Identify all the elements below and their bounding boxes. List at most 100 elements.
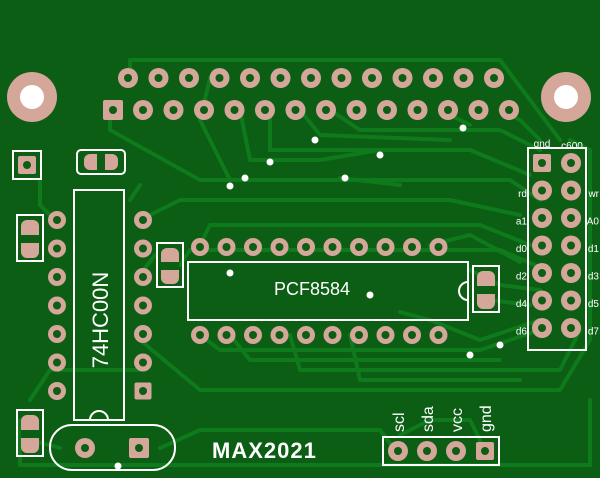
via — [496, 341, 504, 349]
via — [226, 269, 234, 277]
header-label-right: A0 — [587, 217, 600, 228]
header-pin — [532, 208, 552, 228]
header-label-left: a1 — [516, 217, 528, 228]
ic-pin — [134, 211, 152, 229]
connector-pad — [240, 68, 260, 88]
via — [266, 158, 274, 166]
ic-pin — [48, 325, 66, 343]
header-pin — [561, 318, 581, 338]
ic-pin — [403, 238, 421, 256]
header-label-left: d0 — [516, 244, 528, 255]
connector-pad — [179, 68, 199, 88]
header-pin — [561, 263, 581, 283]
i2c-label-vcc: vcc — [449, 408, 466, 432]
header-label-left: d6 — [516, 327, 528, 338]
ic-pin — [270, 238, 289, 256]
ic-pin — [403, 326, 421, 344]
via — [459, 124, 467, 132]
header-label-right: d5 — [588, 299, 600, 310]
via — [376, 151, 384, 159]
ic-pin — [48, 239, 66, 258]
ic-pin — [323, 238, 342, 256]
crystal — [49, 424, 176, 471]
header-pin — [561, 290, 581, 311]
chip-label-74hc00n: 74HC00N — [88, 272, 113, 369]
ic-pin — [244, 238, 262, 256]
ic-pin — [48, 353, 66, 372]
ic-pin — [217, 326, 236, 344]
header-pin-1 — [533, 154, 551, 172]
header-pin — [532, 290, 552, 311]
ic-pin — [134, 268, 152, 286]
passive-components — [12, 150, 500, 457]
chip-label-pcf8584: PCF8584 — [274, 279, 350, 299]
ic-pin — [48, 296, 66, 315]
ic-pin — [191, 326, 209, 344]
top-connector — [103, 68, 519, 120]
header-label-c600: c600 — [561, 141, 583, 152]
connector-pad — [255, 100, 275, 120]
connector-pad — [209, 68, 230, 88]
connector-pad — [407, 100, 428, 120]
copper-traces — [18, 58, 592, 467]
ic-pin-1 — [134, 382, 152, 400]
header-pin — [561, 208, 581, 228]
connector-pad — [362, 68, 382, 88]
i2c-label-gnd: gnd — [478, 405, 495, 432]
header-pin — [532, 180, 552, 201]
ic-pin — [48, 382, 66, 400]
ic-pin — [376, 326, 395, 344]
connector-pad — [224, 100, 245, 120]
ic-pin — [350, 238, 368, 256]
vias — [114, 124, 504, 470]
header-pin — [561, 235, 581, 256]
ic-pin — [376, 238, 395, 256]
chip-pcf8584: PCF8584 — [187, 238, 469, 344]
ic-pin — [48, 211, 66, 229]
i2c-label-scl: scl — [391, 412, 408, 432]
connector-pad — [133, 100, 153, 120]
via — [226, 182, 234, 190]
connector-pad — [270, 68, 291, 88]
ic-pin — [217, 238, 236, 256]
ic-pin — [191, 238, 209, 256]
ic-pin — [134, 239, 152, 258]
mounting-holes — [7, 72, 591, 122]
via — [114, 462, 122, 470]
ic-pin — [323, 326, 342, 344]
ic-pin — [134, 325, 152, 343]
ic-pin — [350, 326, 368, 344]
connector-pad — [316, 100, 336, 120]
connector-pad — [163, 100, 184, 120]
ic-pin — [48, 268, 66, 286]
header-pin — [532, 235, 552, 256]
ic-pin — [134, 353, 152, 372]
ic-pin — [134, 296, 152, 315]
via — [311, 136, 319, 144]
i2c-pin — [417, 441, 437, 461]
connector-pad — [148, 68, 169, 88]
header-pin — [561, 153, 581, 173]
header-label-gnd: gnd — [534, 139, 551, 150]
connector-pad — [438, 100, 458, 120]
connector-pad — [423, 68, 443, 88]
ic-pin — [270, 326, 289, 344]
i2c-pin-1 — [476, 442, 494, 460]
ic-pin — [429, 238, 448, 256]
via — [241, 174, 249, 182]
connector-pad — [285, 100, 306, 120]
connector-pad — [453, 68, 474, 88]
header-pin — [561, 180, 581, 201]
i2c-label-sda: sda — [420, 406, 437, 432]
header-label-right: wr — [587, 189, 599, 200]
connector-pad — [468, 100, 489, 120]
via — [366, 291, 374, 299]
header-pin — [532, 318, 552, 338]
connector-pad — [377, 100, 397, 120]
i2c-pin — [446, 441, 466, 461]
header-label-left: d4 — [516, 299, 528, 310]
ic-pin — [244, 326, 262, 344]
